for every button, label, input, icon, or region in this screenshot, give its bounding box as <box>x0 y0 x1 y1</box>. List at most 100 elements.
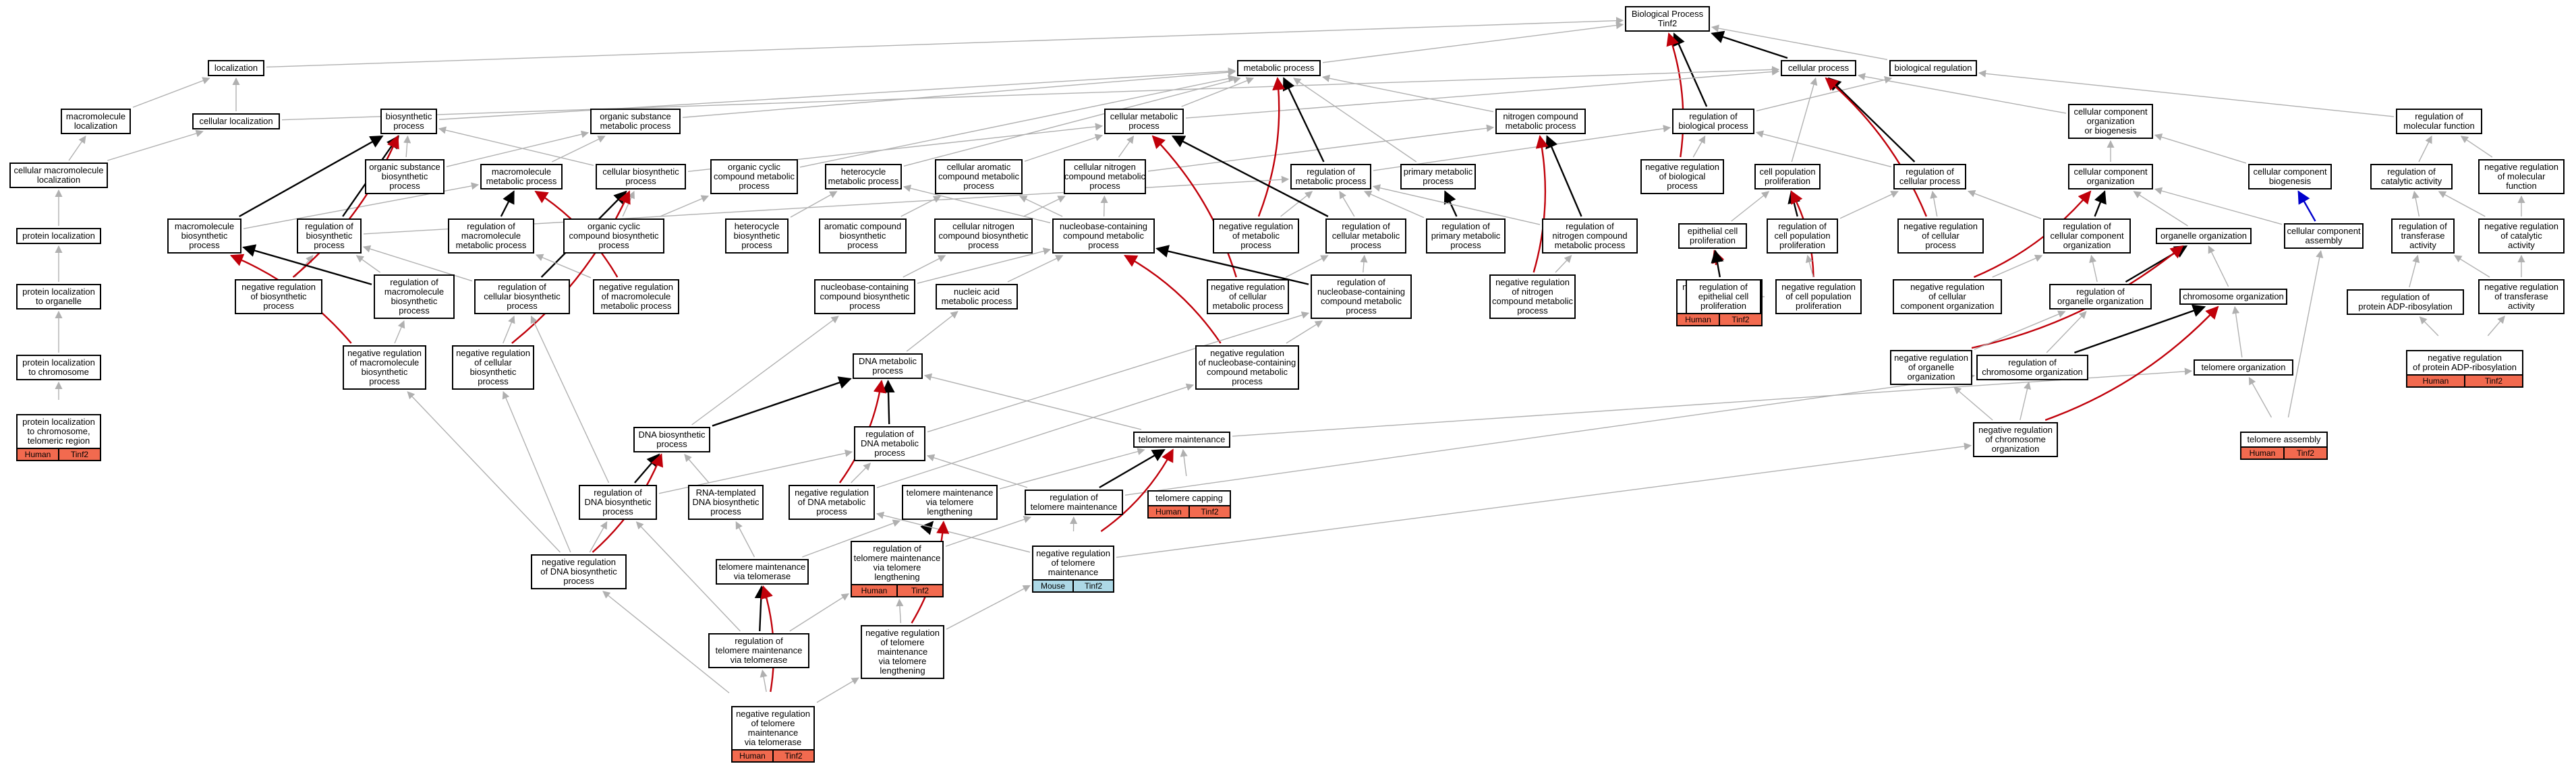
edge-reg_mol_fn-to-bioreg <box>1978 69 2395 117</box>
go-term-node-localization[interactable]: localization <box>208 60 264 76</box>
go-term-node-telomere-org[interactable]: telomere organization <box>2194 359 2293 376</box>
go-term-node-cellular[interactable]: cellular process <box>1781 60 1856 76</box>
go-term-node-bioreg[interactable]: biological regulation <box>1889 60 1977 76</box>
go-term-node-chromosome-org[interactable]: chromosome organization <box>2179 289 2287 305</box>
go-term-node-protein-loc[interactable]: protein localization <box>16 228 101 244</box>
organism-label: Human <box>1685 315 1711 324</box>
go-term-node-telomere-maint[interactable]: telomere maintenance <box>1133 432 1230 448</box>
go-term-node-cell-loc[interactable]: cellular localization <box>192 113 280 129</box>
edge-reg_cat-to-reg_mol_fn <box>2418 135 2432 163</box>
go-term-node-organelle-org[interactable]: organelle organization <box>2156 228 2252 244</box>
go-term-node-metabolic[interactable]: metabolic process <box>1237 60 1321 76</box>
